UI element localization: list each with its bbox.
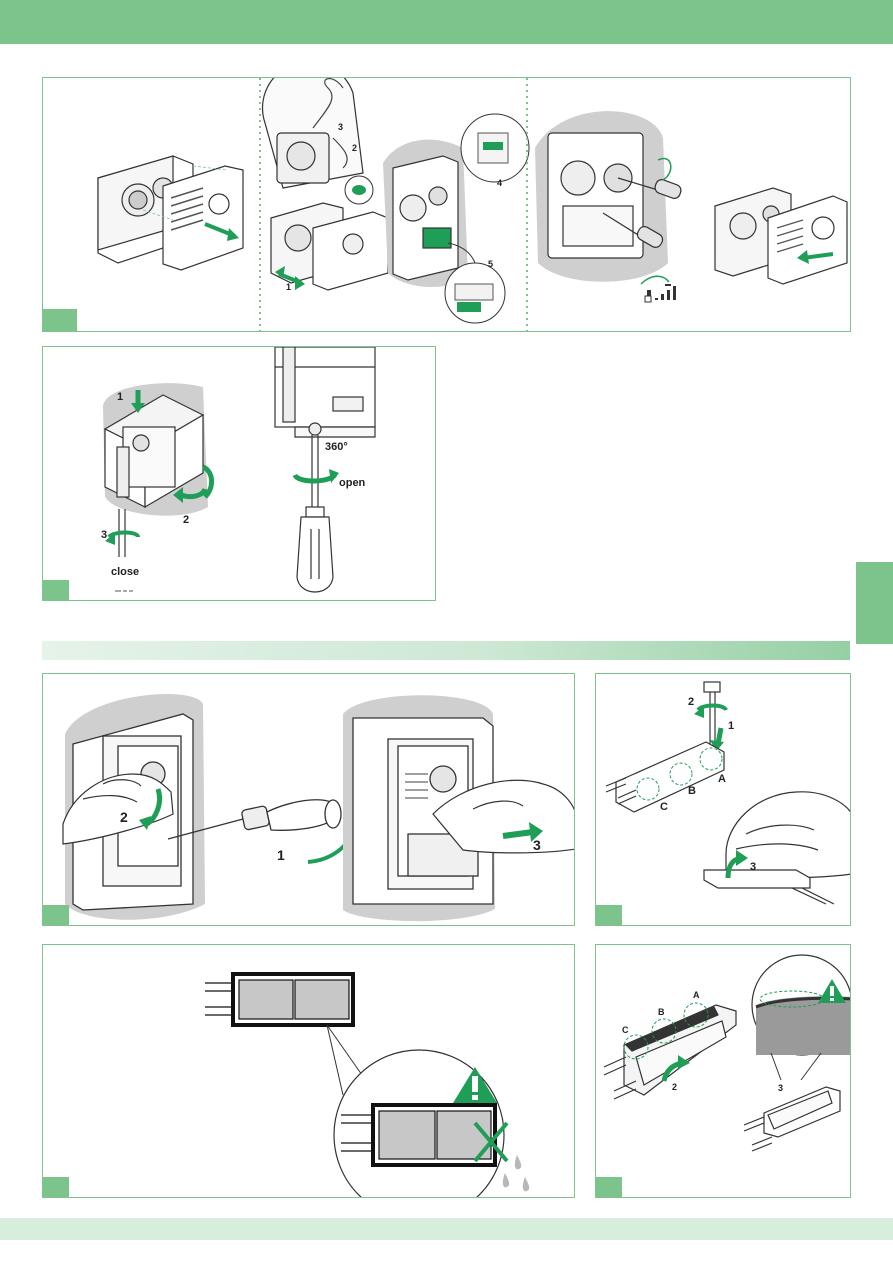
step-3-label: 3: [101, 530, 107, 541]
step-3-label: 3: [750, 862, 756, 873]
mark-a-label: A: [693, 991, 700, 1000]
panel-a-illustration: [43, 78, 851, 332]
step-2-label: 2: [672, 1083, 677, 1092]
figure-tab: [43, 580, 69, 600]
open-label: open: [339, 478, 365, 489]
slide-out-arrow-icon: [503, 832, 533, 836]
panel-release-clips-steps: 2 1 A B C 3: [595, 673, 851, 926]
card-frame-drawing: [205, 974, 353, 1025]
figure-tab: [43, 309, 77, 331]
panel-gasket-warning: [42, 944, 575, 1198]
close-label: close: [111, 567, 139, 578]
mark-c-label: C: [622, 1026, 629, 1035]
panel-frame-lock-steps: 1 2 3 close 360° open: [42, 346, 436, 601]
mark-b-label: B: [688, 786, 696, 797]
section-bar: [42, 641, 850, 660]
step-1-label: 1: [728, 721, 734, 732]
step-2-label: 2: [688, 697, 694, 708]
rotate-open-arrow-icon: [295, 475, 335, 481]
step-3-label: 3: [338, 123, 343, 132]
side-tab: [856, 562, 893, 644]
step-4-label: 4: [497, 179, 502, 188]
step-1-label: 1: [286, 283, 291, 292]
panel-f-illustration: [596, 945, 851, 1198]
module-screw-drawing: [548, 133, 643, 258]
step-1-label: 1: [277, 848, 285, 862]
module-front-drawing: [98, 156, 243, 270]
panel-e-illustration: [43, 945, 575, 1198]
step-5-label: 5: [488, 260, 493, 269]
panel-refit-gasket-steps: A B C 2 3: [595, 944, 851, 1198]
figure-tab: [596, 1177, 622, 1197]
step-3-label: 3: [778, 1084, 783, 1093]
hand-icon: [726, 792, 851, 878]
step-2-label: 2: [183, 515, 189, 526]
header-bar: [0, 0, 893, 44]
module-reassemble-drawing: [715, 188, 847, 284]
footer-bar: [0, 1218, 893, 1240]
mark-a-label: A: [718, 774, 726, 785]
panel-remove-cover-steps: 2 1 3: [42, 673, 575, 926]
box-detail-drawing: [275, 347, 375, 437]
mark-c-label: C: [660, 802, 668, 813]
step-2-label: 2: [120, 810, 128, 824]
panel-speaker-module-steps: 2 3 1 4 5: [42, 77, 851, 332]
figure-tab: [596, 905, 622, 925]
module-insert-drawing: [393, 156, 458, 280]
step-2-label: 2: [352, 144, 357, 153]
mark-b-label: B: [658, 1008, 665, 1017]
panel-c-illustration: [43, 674, 575, 926]
figure-tab: [43, 1177, 69, 1197]
angle-label: 360°: [325, 442, 348, 453]
bracket-drawing: [604, 1005, 736, 1099]
panel-d-illustration: [596, 674, 851, 926]
bracket-result-drawing: [744, 1087, 840, 1151]
figure-tab: [43, 905, 69, 925]
step-3-label: 3: [533, 838, 541, 852]
step-1-label: 1: [117, 392, 123, 403]
panel-b-illustration: [43, 347, 436, 601]
